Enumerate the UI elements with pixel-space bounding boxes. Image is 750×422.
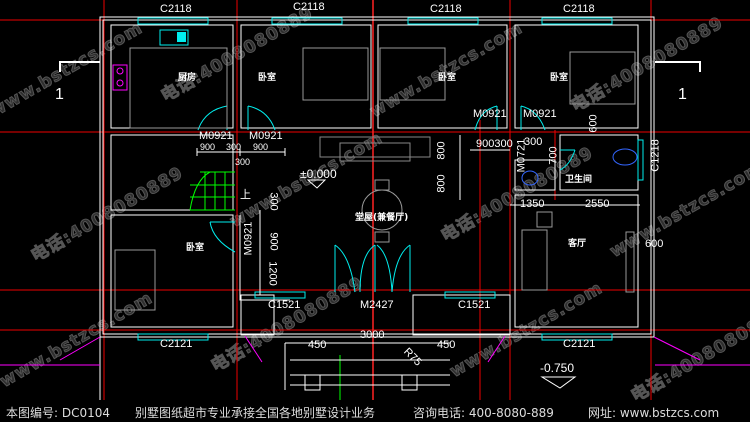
slogan: 别墅图纸超市专业承接全国各地别墅设计业务 [135, 406, 376, 420]
windows-doors [137, 17, 644, 341]
footer-bar: 本图编号: DC0104 别墅图纸超市专业承接全国各地别墅设计业务 咨询电话: … [0, 401, 750, 422]
room-label-bedroom: 卧室 [258, 73, 277, 83]
website: 网址: www.bstzcs.com [588, 406, 720, 420]
stove [0, 64, 750, 366]
room-label-living: 客厅 [568, 239, 587, 249]
window-label: C1521 [268, 299, 301, 311]
dimension: 900 [253, 142, 269, 152]
dimension: 600 [645, 238, 664, 250]
room-label-bedroom: 卧室 [186, 243, 205, 253]
dimension-lines [196, 135, 640, 391]
door-label: M0921 [249, 130, 283, 142]
dimension: 900300 [476, 138, 513, 150]
door-label: M0921 [242, 221, 255, 256]
dimension: 900 [200, 142, 216, 152]
window-label: C2118 [430, 3, 462, 15]
dimension: 300 [524, 136, 543, 148]
dimension: 1200 [266, 261, 279, 286]
window-label: C2121 [563, 338, 596, 350]
window-label: C1521 [458, 299, 491, 311]
floor-level: ±0.000 [300, 167, 337, 181]
window-label: C2118 [160, 3, 192, 15]
dimension: 300 [226, 142, 242, 152]
dimension: 450 [308, 339, 327, 351]
room-label-hall: 堂屋(兼餐厅) [355, 213, 409, 223]
dimension: 600 [587, 114, 600, 133]
dimension: 1350 [520, 198, 545, 210]
dimension: 800 [435, 174, 448, 193]
dimension: 2550 [585, 198, 610, 210]
window-label: C2118 [563, 3, 595, 15]
dimension: 3000 [360, 329, 385, 341]
room-label-bedroom: 卧室 [550, 73, 569, 83]
drawing-number: 本图编号: DC0104 [6, 406, 111, 420]
outside-level: -0.750 [540, 361, 575, 375]
room-label-kitchen: 厨房 [178, 73, 197, 83]
phone: 咨询电话: 400-8080-889 [413, 406, 554, 420]
axis-label-right: 1 [678, 86, 687, 103]
dimension: 700 [547, 146, 560, 165]
room-label-bedroom: 卧室 [438, 73, 457, 83]
dimension: 450 [437, 339, 456, 351]
dimension: 800 [435, 141, 448, 160]
stair-up-label: 上 [240, 189, 251, 201]
dimension: 900 [267, 232, 280, 251]
door-label: M0921 [473, 108, 507, 120]
door-label: M0921 [199, 130, 233, 142]
window-label: C2118 [293, 1, 325, 13]
axis-markers [59, 61, 701, 72]
axis-label-left: 1 [55, 86, 64, 103]
door-label: M2427 [360, 299, 394, 311]
window-label: C2121 [160, 338, 193, 350]
window-label: C1218 [649, 139, 662, 172]
dimension: 300 [235, 157, 251, 167]
dimension: 300 [267, 192, 280, 211]
room-label-bathroom: 卫生间 [565, 175, 593, 185]
door-label: M0921 [523, 108, 557, 120]
furniture [114, 47, 636, 311]
walls [99, 16, 655, 400]
stair [189, 171, 341, 400]
